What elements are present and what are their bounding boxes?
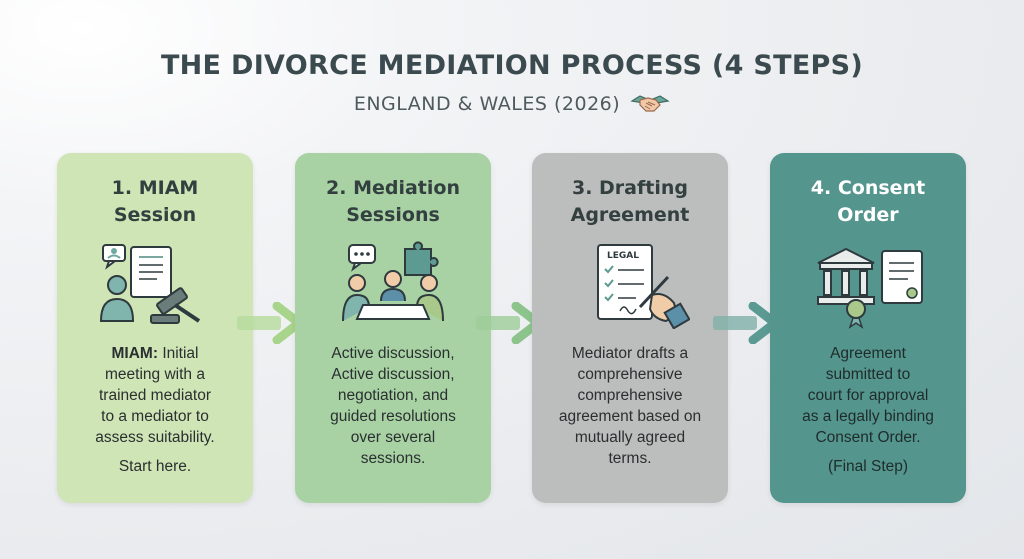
step-card-mediation-sessions: 2. Mediation Sessions Active discussion,… xyxy=(295,153,491,503)
svg-text:LEGAL: LEGAL xyxy=(607,251,639,261)
page-subtitle: ENGLAND & WALES (2026) xyxy=(353,93,621,115)
subtitle-row: ENGLAND & WALES (2026) xyxy=(0,91,1024,117)
step-title: 3. Drafting Agreement xyxy=(570,177,690,226)
handshake-icon xyxy=(630,95,670,112)
step-title: 2. Mediation Sessions xyxy=(326,177,460,226)
legal-document-signing-icon: LEGAL xyxy=(597,244,690,329)
step-card-miam: 1. MIAM Session MIAM: Initial meeting wi… xyxy=(57,153,253,503)
courthouse-certificate-icon xyxy=(817,247,923,329)
consultation-gavel-icon xyxy=(99,244,201,324)
step-title: 4. Consent Order xyxy=(810,177,926,226)
step-description: MIAM: Initial meeting with a trained med… xyxy=(67,343,243,477)
step-note: (Final Step) xyxy=(827,458,909,475)
step-note: Start here. xyxy=(118,458,192,475)
step-card-consent-order: 4. Consent Order Agreement submitted to … xyxy=(770,153,966,503)
group-meeting-puzzle-icon xyxy=(342,241,444,322)
step-description: Agreement submitted to court for approva… xyxy=(780,343,956,477)
step-description: Active discussion, Active discussion, ne… xyxy=(330,345,456,467)
step-description: Mediator drafts a comprehensive comprehe… xyxy=(558,345,702,467)
step-card-drafting-agreement: 3. Drafting Agreement LEGAL Mediator dra… xyxy=(532,153,728,503)
page-title: THE DIVORCE MEDIATION PROCESS (4 STEPS) xyxy=(160,50,864,81)
step-title: 1. MIAM Session xyxy=(111,177,199,226)
